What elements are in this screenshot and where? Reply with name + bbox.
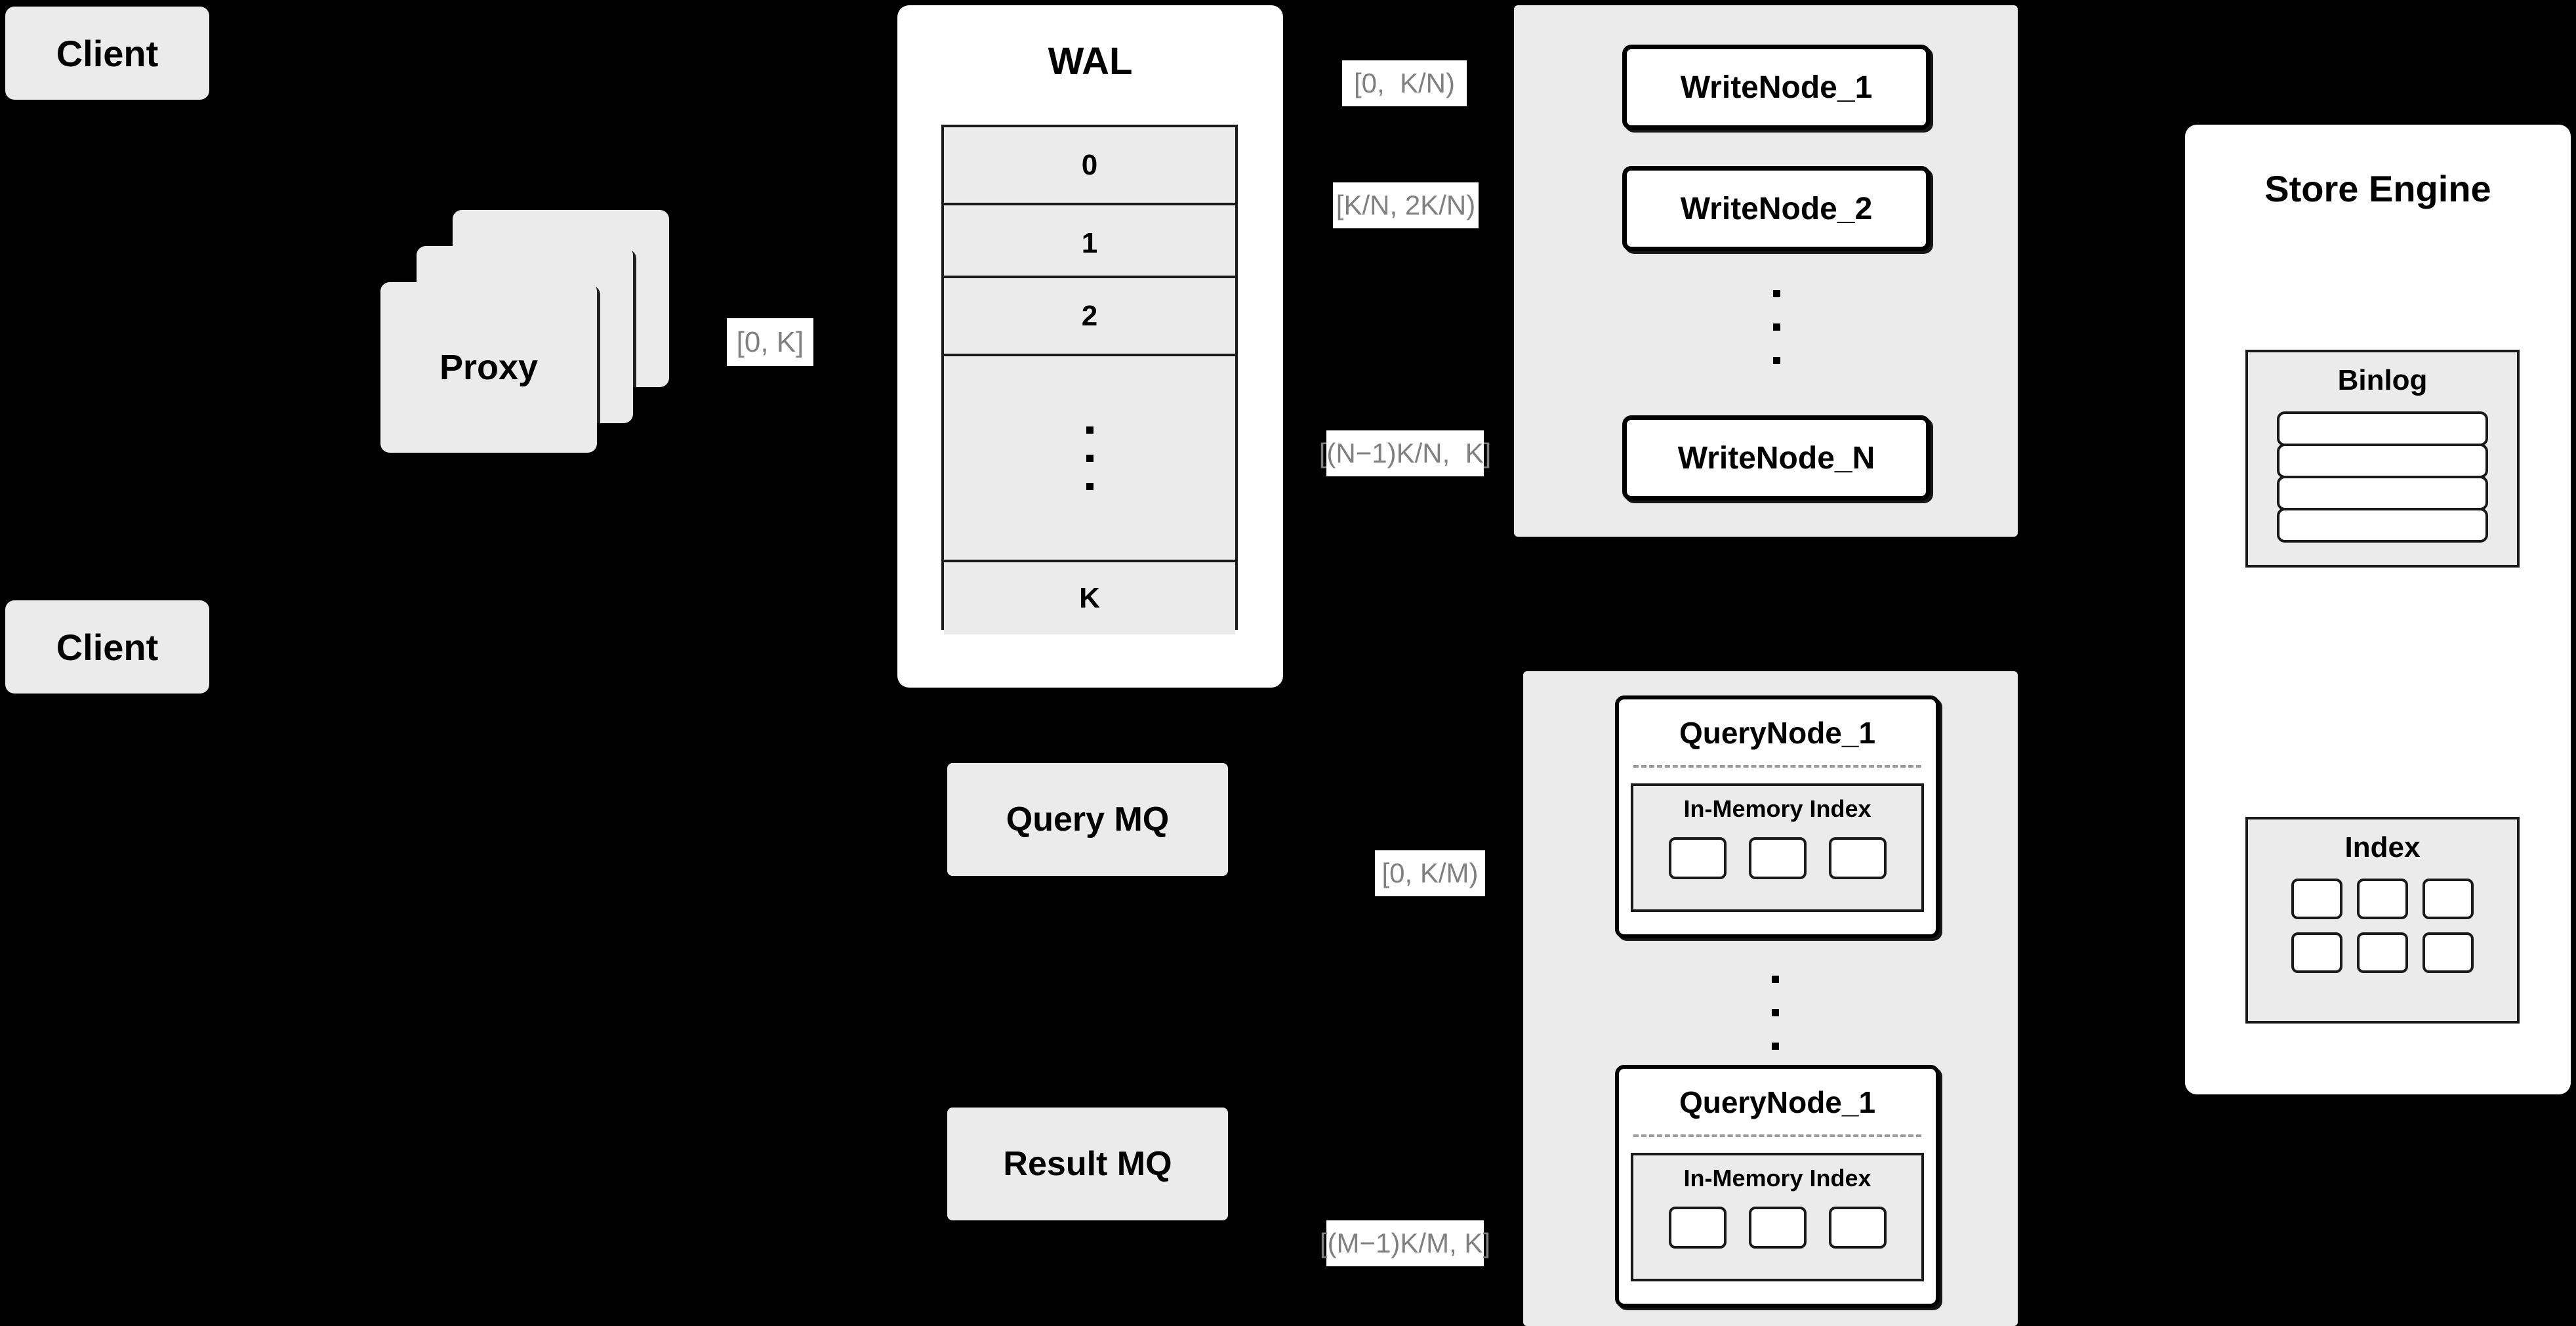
in-memory-index-1: In-Memory Index [1631,783,1924,912]
index-cell[interactable] [2291,932,2342,973]
proxy-stack-layer-front[interactable]: Proxy [380,282,597,453]
write-cluster-container: WriteNode_1 WriteNode_2 WriteNode_N [1514,5,2018,537]
querynode-range-label-1: [0, K/M) [1375,850,1485,896]
index-title: Index [2344,831,2421,863]
index-cell[interactable] [1668,837,1727,879]
query-node-m[interactable]: QueryNode_1 In-Memory Index [1615,1065,1940,1308]
store-engine-title: Store Engine [2264,167,2491,209]
index-cell[interactable] [1748,837,1807,879]
index-cell[interactable] [1748,1207,1807,1249]
write-cluster-ellipsis [1755,274,1797,379]
binlog-row[interactable] [2277,444,2488,478]
ellipsis-dot [1771,1042,1779,1050]
in-memory-index-m: In-Memory Index [1631,1153,1924,1281]
write-node-1[interactable]: WriteNode_1 [1622,45,1931,130]
binlog-row[interactable] [2277,476,2488,510]
write-node-label: WriteNode_1 [1680,70,1873,105]
proxy-output-range-label: [0, K] [727,318,813,366]
binlog-title: Binlog [2337,364,2428,396]
ellipsis-dot [1772,323,1780,331]
index-cell[interactable] [1828,837,1887,879]
write-node-2[interactable]: WriteNode_2 [1622,166,1931,251]
in-memory-index-title: In-Memory Index [1683,1165,1871,1191]
client-box-1[interactable]: Client [5,7,209,100]
query-node-label: QueryNode_1 [1679,716,1876,750]
wal-row[interactable]: 0 [944,127,1235,205]
wal-entry-list-lower: 2 K [941,276,1238,634]
query-cluster-container: QueryNode_1 In-Memory Index QueryNode_1 … [1523,671,2018,1326]
writenode-range-label-2: [K/N, 2K/N) [1333,182,1479,228]
result-mq-box[interactable]: Result MQ [947,1108,1228,1220]
index-cell[interactable] [2423,932,2474,973]
binlog-row[interactable] [2277,508,2488,543]
wal-panel: WAL 0 1 2 K [897,5,1283,688]
ellipsis-dot [1771,1008,1779,1016]
client-label: Client [56,32,159,74]
wal-ellipsis-row [944,356,1235,562]
query-mq-box[interactable]: Query MQ [947,763,1228,876]
query-cluster-ellipsis [1754,960,1796,1065]
write-node-label: WriteNode_2 [1680,191,1873,226]
querynode-range-label-m: [(M−1)K/M, K] [1320,1220,1490,1266]
wal-row[interactable]: 2 [944,278,1235,356]
query-node-1[interactable]: QueryNode_1 In-Memory Index [1615,695,1940,938]
write-node-n[interactable]: WriteNode_N [1622,415,1931,501]
writenode-range-label-1: [0, K/N) [1342,60,1467,106]
proxy-label: Proxy [439,348,539,387]
index-cell[interactable] [2357,879,2408,919]
proxy-stack[interactable]: Proxy [380,210,669,453]
ellipsis-dot [1086,454,1094,462]
ellipsis-dot [1772,289,1780,297]
in-memory-index-title: In-Memory Index [1683,795,1871,822]
client-box-2[interactable]: Client [5,600,209,694]
index-cell[interactable] [2423,879,2474,919]
query-mq-label: Query MQ [1006,800,1170,839]
query-node-label: QueryNode_1 [1679,1085,1876,1119]
query-node-divider [1633,1134,1921,1137]
ellipsis-dot [1086,426,1094,434]
index-cell[interactable] [2291,879,2342,919]
result-mq-label: Result MQ [1003,1145,1172,1183]
index-cell[interactable] [2357,932,2408,973]
wal-row[interactable]: 1 [944,205,1235,281]
index-panel: Index [2245,817,2520,1024]
query-node-divider [1633,765,1921,768]
ellipsis-dot [1086,482,1094,490]
wal-title: WAL [1048,39,1133,83]
wal-entry-list: 0 1 [941,125,1238,303]
ellipsis-dot [1772,356,1780,364]
writenode-range-label-n: [(N−1)K/N, K] [1319,430,1491,476]
binlog-panel: Binlog [2245,350,2520,568]
write-node-label: WriteNode_N [1677,440,1875,476]
ellipsis-dot [1771,975,1779,983]
index-cell[interactable] [1668,1207,1727,1249]
wal-row[interactable]: K [944,562,1235,634]
binlog-row[interactable] [2277,411,2488,446]
client-label: Client [56,626,159,668]
store-engine-panel: Store Engine Binlog Index [2185,125,2571,1094]
index-cell[interactable] [1828,1207,1887,1249]
